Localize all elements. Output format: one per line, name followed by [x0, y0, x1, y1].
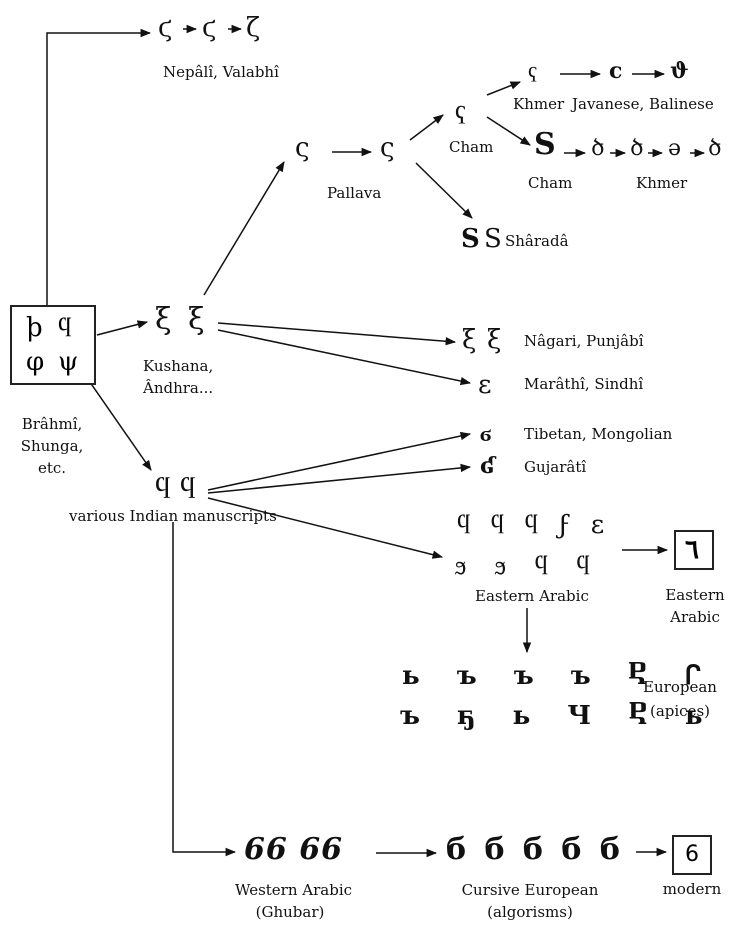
brahmi-label-line-1: Brâhmî, — [21, 415, 83, 433]
pallava-glyph-1: ς — [295, 133, 310, 163]
cham-chain-glyph-2: ծ — [591, 136, 605, 161]
pallava-label: Pallava — [327, 184, 382, 202]
cham-node-glyph: ҁ — [455, 95, 467, 125]
cham-upper-label: Cham — [449, 138, 494, 156]
sharada-label: Shâradâ — [505, 232, 569, 250]
european-apices-row-1: ь ъ ъ ъ Ⴒ ᒋ — [402, 661, 715, 691]
kushana-label-line-2: Ândhra... — [143, 379, 214, 397]
cham-chain-glyph-3: ծ — [630, 136, 644, 161]
european-label-1: European — [643, 678, 717, 696]
javanese-glyph: ϲ — [609, 58, 623, 84]
brahmi-label-line-3: etc. — [37, 459, 67, 477]
arrow-cham-to-cham-lower — [486, 116, 531, 146]
khmer-top-label: Khmer — [513, 95, 565, 113]
sharada-glyph-1: S — [461, 224, 480, 254]
nagari-glyph-1: ξ — [462, 325, 477, 355]
brahmi-glyph-4: ψ — [58, 347, 79, 377]
arrow-kushana-to-marathi — [217, 329, 472, 386]
sharada-glyph-2: S — [484, 224, 502, 254]
eastern-arabic-box-label-2: Arabic — [670, 608, 720, 626]
cursive-european-label-1: Cursive European — [461, 881, 599, 899]
eastern-arabic-group-label: Eastern Arabic — [475, 587, 589, 605]
nagari-punjabi-label: Nâgari, Punjâbî — [524, 332, 644, 350]
javanese-balinese-label: Javanese, Balinese — [572, 95, 714, 113]
nepali-valabhi-label: Nepâlî, Valabhî — [163, 63, 279, 81]
brahmi-glyph-3: φ — [26, 347, 45, 377]
western-arabic-label-2: (Ghubar) — [255, 903, 325, 921]
arrow-kushana-to-nagari — [217, 322, 457, 346]
cham-lower-glyph: S — [534, 127, 556, 162]
cham-chain-glyph-4: ə — [668, 136, 682, 161]
brahmi-label-line-2: Shunga, — [20, 437, 84, 455]
khmer-lower-label: Khmer — [636, 174, 688, 192]
various-glyph-1: ϥ — [155, 471, 171, 506]
cham-lower-label: Cham — [528, 174, 573, 192]
cursive-european-glyphs: б б б б б — [446, 832, 624, 867]
eastern-arabic-box: ٦ — [674, 530, 714, 570]
western-arabic-label-1: Western Arabic — [235, 881, 353, 899]
tibetan-mongolian-label: Tibetan, Mongolian — [524, 425, 673, 443]
khmer-top-glyph: ҁ — [528, 58, 538, 83]
arrow-cham-to-khmer — [486, 81, 521, 96]
various-glyph-2: ϥ — [180, 471, 196, 506]
arrow-brahmi-to-kushana — [96, 320, 149, 336]
gujarati-label: Gujarâtî — [524, 458, 587, 476]
arrow-various-to-tibetan — [207, 431, 472, 491]
modern-label: modern — [662, 880, 722, 898]
kushana-glyph-2: ξ — [188, 302, 205, 337]
brahmi-glyph-2: ϥ — [58, 313, 72, 343]
eastern-arabic-box-glyph: ٦ — [685, 535, 699, 565]
arrow-pallava-to-sharada — [415, 162, 473, 219]
gujarati-glyph: ʛ — [480, 453, 496, 479]
cursive-european-label-2: (algorisms) — [487, 903, 573, 921]
western-arabic-glyphs: 66 66 — [244, 832, 343, 867]
arrow-various-to-eastern-arabic — [207, 497, 444, 559]
arrow-kushana-to-pallava — [203, 161, 285, 296]
brahmi-glyph-1: ϸ — [26, 313, 43, 343]
nepali-glyph-3: ζ — [246, 13, 261, 43]
arrow-brahmi-to-nepali — [46, 28, 152, 305]
kushana-label-line-1: Kushana, — [143, 357, 214, 375]
marathi-glyph: ε — [478, 370, 492, 400]
marathi-sindhi-label: Marâthî, Sindhî — [524, 375, 644, 393]
arrow-pallava-to-cham — [409, 114, 444, 141]
brahmi-box: ϸ ϥ φ ψ — [10, 305, 96, 385]
eastern-arabic-box-label-1: Eastern — [665, 586, 725, 604]
arrow-brahmi-to-various — [84, 374, 152, 471]
eastern-arabic-row-2: ϧ ϧ ϥ ϥ — [455, 551, 600, 581]
kushana-glyph-1: ξ — [155, 302, 172, 337]
balinese-glyph: ϑ — [670, 58, 689, 84]
modern-box-glyph: 6 — [685, 842, 699, 867]
tibetan-glyph: ϭ — [480, 421, 492, 447]
arrow-various-to-western — [172, 522, 237, 857]
nepali-glyph-1: ϛ — [158, 13, 173, 43]
eastern-arabic-row-1: ϥ ϥ ϥ ϝ ε — [457, 510, 611, 540]
arrow-various-to-gujarati — [207, 463, 472, 494]
european-label-2: (apices) — [649, 702, 711, 720]
nagari-glyph-2: ξ — [487, 325, 502, 355]
modern-box: 6 — [672, 835, 712, 875]
pallava-glyph-2: ς — [380, 133, 395, 163]
european-apices-row-2: ъ ҕ ь Ч Ⴒ ь — [400, 701, 717, 731]
various-indian-label: various Indian manuscripts — [69, 507, 277, 525]
nepali-glyph-2: ϛ — [202, 13, 217, 43]
cham-chain-glyph-5: ծ — [708, 136, 722, 161]
